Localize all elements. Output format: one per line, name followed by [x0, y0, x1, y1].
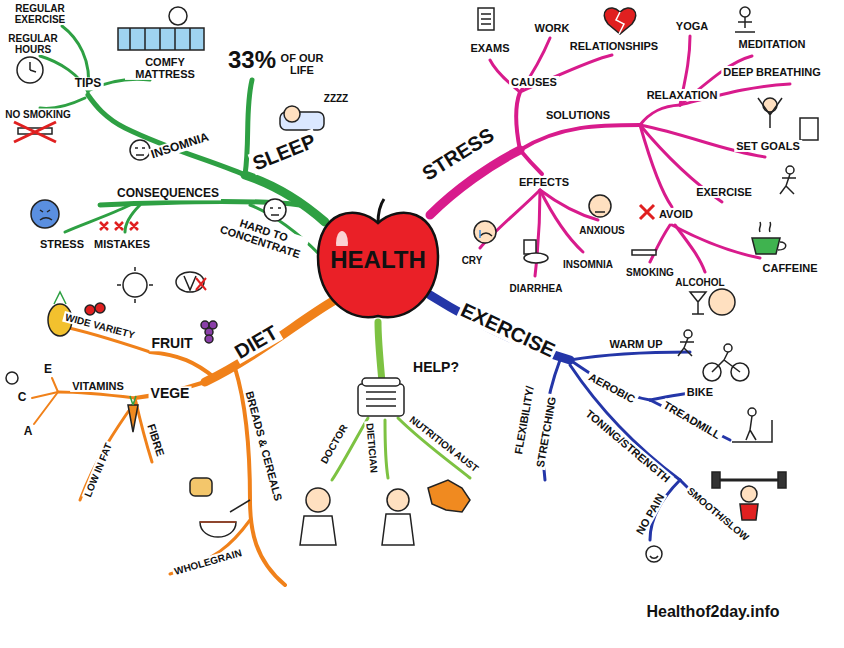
branch-label: AEROBIC — [585, 370, 639, 406]
branch-label: EFFECTS — [517, 176, 571, 188]
branch-label: SET GOALS — [734, 140, 802, 152]
branch-label: ZZZZ — [322, 93, 350, 104]
branch-label: E — [42, 363, 54, 376]
branch-label: BIKE — [685, 386, 715, 398]
apple-node: HEALTH — [314, 195, 442, 325]
branch-label: VEGE — [149, 386, 192, 401]
branch-title: 33% — [226, 47, 278, 73]
branch-label: REGULAR HOURS — [3, 33, 63, 55]
branch-label: WARM UP — [607, 338, 664, 350]
branch-label: CRY — [460, 255, 485, 266]
branch-label: NO SMOKING — [3, 109, 73, 120]
branch-label: REGULAR EXERCISE — [9, 3, 71, 25]
branch-label: MEDITATION — [737, 38, 808, 50]
branch-label: AVOID — [657, 208, 695, 220]
branch-label: CONSEQUENCES — [115, 187, 221, 200]
branch-label: INSOMNIA — [561, 259, 615, 270]
branch-label: DEEP BREATHING — [721, 66, 822, 78]
branch-label: DIETICIAN — [364, 421, 380, 476]
branch-label: EXAMS — [468, 42, 511, 54]
branch-label: CAFFEINE — [761, 262, 820, 274]
branch-label: DIARRHEA — [508, 283, 565, 294]
branch-title: SLEEP — [248, 129, 321, 175]
branch-label: WHOLEGRAIN — [171, 547, 245, 578]
branch-label: MISTAKES — [92, 238, 152, 250]
branch-label: A — [22, 425, 35, 438]
branch-label: SOLUTIONS — [544, 109, 612, 121]
branch-title: STRESS — [417, 122, 500, 185]
branch-label: WORK — [533, 22, 572, 34]
branch-title: EXERCISE — [456, 298, 561, 362]
branch-label: TIPS — [73, 77, 104, 90]
branch-label: EXERCISE — [694, 186, 754, 198]
branch-label: TONING/STRENGTH — [582, 406, 674, 486]
watermark: Healthof2day.info — [644, 603, 781, 621]
branch-label: YOGA — [674, 20, 710, 32]
branch-label: OF OUR LIFE — [277, 52, 327, 76]
branch-label: RELATIONSHIPS — [568, 40, 660, 52]
branch-label: FLEXIBILITY/ — [512, 383, 537, 457]
branch-label: STRESS — [38, 238, 86, 250]
branch-label: LOW IN FAT — [81, 440, 114, 501]
branch-label: HARD TO CONCENTRATE — [215, 210, 310, 261]
branch-label: HELP? — [411, 360, 461, 375]
branch-label: NUTRITION AUST — [406, 413, 482, 476]
branch-label: STRETCHING — [533, 394, 558, 470]
branch-label: FRUIT — [149, 336, 194, 351]
branch-label: VITAMINS — [70, 380, 126, 392]
branch-label: CAUSES — [509, 76, 559, 88]
branch-label: C — [16, 391, 29, 404]
branch-label: COMFY MATTRESS — [125, 56, 205, 80]
branch-label: TREADMILL — [660, 398, 725, 442]
branch-label: ANXIOUS — [577, 225, 627, 236]
branch-label: SMOKING — [624, 267, 676, 278]
node-title: HEALTH — [328, 246, 428, 274]
branch-label: RELAXATION — [645, 89, 720, 101]
branch-label: ALCOHOL — [673, 277, 726, 288]
